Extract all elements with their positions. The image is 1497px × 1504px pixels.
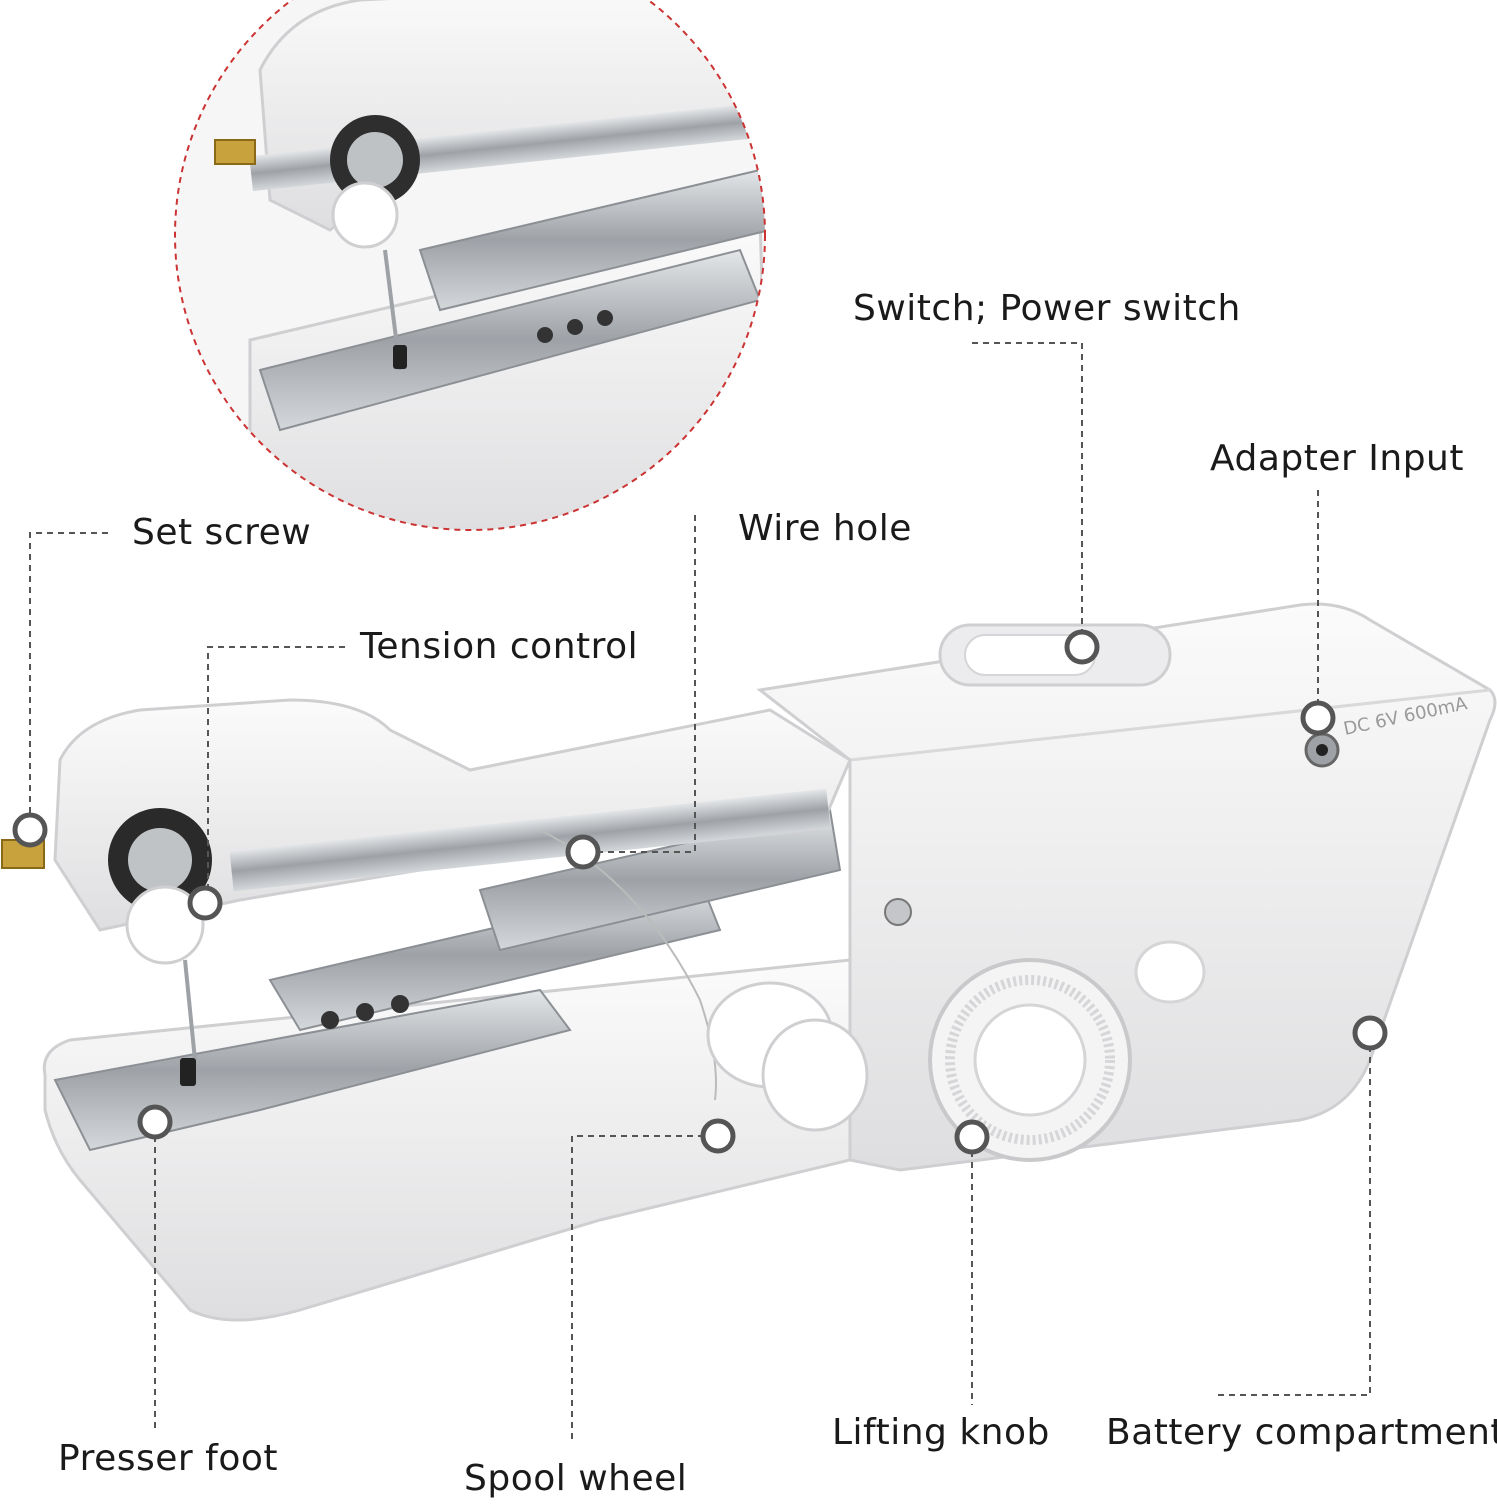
label-power-switch: Switch; Power switch (853, 288, 1241, 329)
label-tension-control: Tension control (360, 626, 639, 667)
label-wire-hole: Wire hole (738, 508, 912, 549)
dot-spool-wheel (700, 1118, 736, 1154)
dot-wire-hole (565, 834, 601, 870)
label-presser-foot: Presser foot (58, 1438, 278, 1479)
dot-set-screw (12, 812, 48, 848)
dot-adapter-input (1300, 700, 1336, 736)
dot-power-switch (1064, 629, 1100, 665)
sewing-machine: DC 6V 600mA (1, 602, 1497, 1322)
label-lifting-knob: Lifting knob (832, 1412, 1050, 1453)
foot-plate (53, 988, 572, 1152)
callout-dots (12, 629, 1388, 1155)
leader-lines (29, 342, 1371, 1440)
dot-tension-control (187, 885, 223, 921)
zoom-circle-border (174, 0, 766, 531)
label-spool-wheel: Spool wheel (464, 1458, 688, 1499)
dot-battery-compartment (1352, 1015, 1388, 1051)
dot-lifting-knob (954, 1119, 990, 1155)
label-adapter-input: Adapter Input (1210, 438, 1464, 479)
label-battery-compartment: Battery compartment (1106, 1412, 1497, 1453)
label-set-screw: Set screw (132, 512, 312, 553)
dot-presser-foot (137, 1104, 173, 1140)
zoom-detail (174, 0, 766, 531)
